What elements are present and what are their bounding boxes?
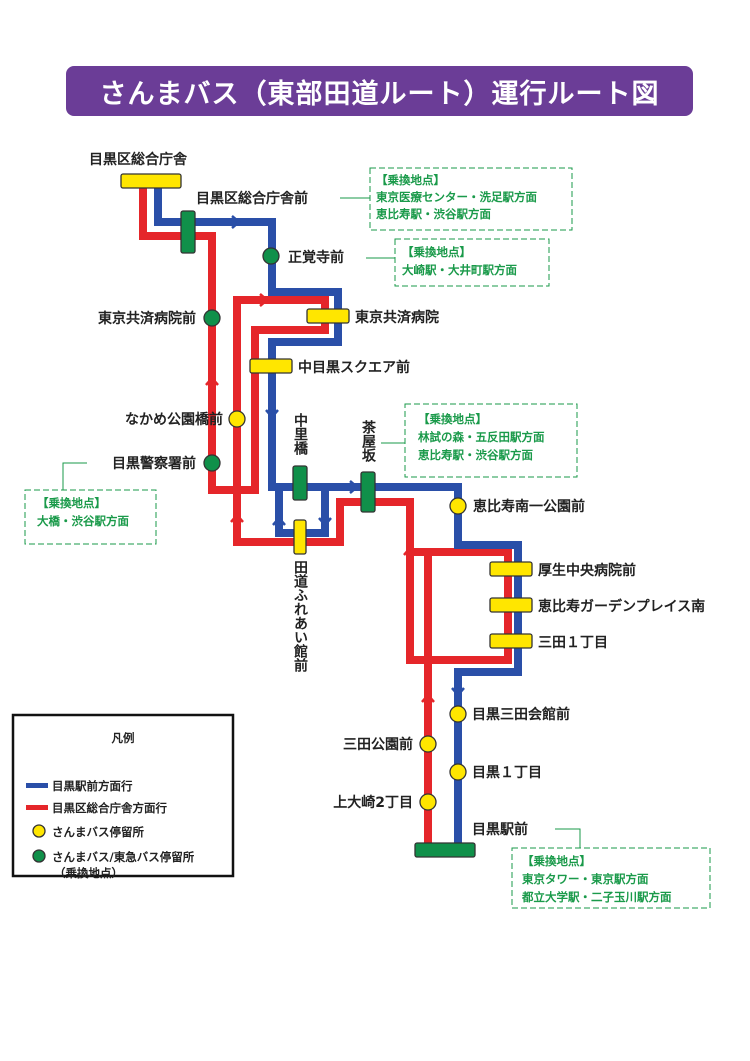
stop-meguro-ward-office-mae[interactable] bbox=[180, 210, 196, 254]
svg-text:【乗換地点】: 【乗換地点】 bbox=[37, 496, 106, 510]
svg-text:【乗換地点】: 【乗換地点】 bbox=[522, 854, 591, 868]
svg-text:さんまバス停留所: さんまバス停留所 bbox=[52, 825, 144, 839]
stop-label: 三田１丁目 bbox=[538, 635, 608, 651]
transfer-box: 【乗換地点】 東京医療センター・洗足駅方面 恵比寿駅・渋谷駅方面 bbox=[340, 167, 573, 231]
legend: 凡例 目黒駅前方面行 目黒区総合庁舎方面行 さんまバス停留所 さんまバス/東急バ… bbox=[11, 713, 235, 880]
stop-mita-park[interactable] bbox=[419, 735, 437, 753]
stop-nakameguro-square[interactable] bbox=[249, 358, 293, 374]
stop-label: 中里橋 bbox=[292, 412, 308, 456]
stop-shokakuji-mae[interactable] bbox=[262, 247, 280, 265]
blue-line-swatch bbox=[26, 783, 48, 788]
svg-text:目黒駅前方面行: 目黒駅前方面行 bbox=[52, 779, 133, 793]
stop-meguro-mita-kaikan[interactable] bbox=[449, 705, 467, 723]
stop-meguro-ward-office[interactable] bbox=[120, 173, 182, 189]
stop-label: 目黒区総合庁舎前 bbox=[196, 190, 308, 207]
svg-text:大橋・渋谷駅方面: 大橋・渋谷駅方面 bbox=[37, 514, 129, 528]
blue-arrow-icon bbox=[265, 409, 279, 419]
svg-text:さんまバス/東急バス停留所: さんまバス/東急バス停留所 bbox=[52, 850, 195, 864]
blue-arrow-icon bbox=[231, 215, 241, 229]
red-arrow-icon bbox=[205, 376, 219, 386]
stop-chayazaka[interactable] bbox=[360, 471, 376, 513]
red-arrow-icon bbox=[230, 513, 244, 523]
svg-text:【乗換地点】: 【乗換地点】 bbox=[376, 173, 445, 187]
stop-dendo-fureai[interactable] bbox=[293, 519, 307, 555]
stop-label: 恵比寿南一公園前 bbox=[473, 498, 585, 515]
stop-ebisu-minami1-park[interactable] bbox=[449, 497, 467, 515]
stop-nakame-park-bridge[interactable] bbox=[228, 410, 246, 428]
stop-label: 恵比寿ガーデンプレイス南 bbox=[538, 598, 705, 615]
stop-label: 目黒三田会館前 bbox=[472, 706, 570, 723]
stop-label: 茶屋坂 bbox=[360, 419, 377, 463]
transfer-box: 【乗換地点】 東京タワー・東京駅方面 都立大学駅・二子玉川駅方面 bbox=[511, 828, 711, 909]
transfer-box: 【乗換地点】 林試の森・五反田駅方面 恵比寿駅・渋谷駅方面 bbox=[381, 403, 578, 478]
green-stop-icon bbox=[32, 849, 46, 863]
legend-title: 凡例 bbox=[112, 731, 135, 745]
stop-label: なかめ公園橋前 bbox=[125, 411, 223, 428]
stop-ebisu-garden-place[interactable] bbox=[489, 597, 533, 613]
svg-text:都立大学駅・二子玉川駅方面: 都立大学駅・二子玉川駅方面 bbox=[521, 890, 672, 904]
stop-mita-1chome[interactable] bbox=[489, 633, 533, 649]
stop-label: 目黒駅前 bbox=[472, 821, 528, 838]
stop-label: 目黒１丁目 bbox=[472, 765, 542, 781]
red-arrow-icon bbox=[421, 693, 435, 703]
stop-label: 正覚寺前 bbox=[288, 249, 344, 266]
stop-label: 厚生中央病院前 bbox=[538, 562, 636, 579]
stop-label: 上大崎2丁目 bbox=[333, 794, 413, 811]
yellow-stop-icon bbox=[32, 824, 46, 838]
svg-text:恵比寿駅・渋谷駅方面: 恵比寿駅・渋谷駅方面 bbox=[376, 207, 491, 221]
stop-label: 東京共済病院 bbox=[355, 309, 439, 326]
red-route-line bbox=[139, 188, 512, 845]
stop-label: 東京共済病院前 bbox=[98, 310, 196, 327]
stop-nakazatobashi[interactable] bbox=[292, 465, 308, 501]
stop-meguro-1chome[interactable] bbox=[449, 763, 467, 781]
red-arrow-icon bbox=[403, 546, 417, 556]
stop-label: 田道ふれあい館前 bbox=[292, 560, 309, 673]
stop-meguro-station[interactable] bbox=[414, 842, 476, 858]
map-title: さんまバス（東部田道ルート）運行ルート図 bbox=[66, 66, 693, 116]
blue-arrow-icon bbox=[318, 517, 332, 527]
blue-arrow-icon bbox=[451, 687, 465, 697]
svg-text:林試の森・五反田駅方面: 林試の森・五反田駅方面 bbox=[418, 430, 545, 444]
stop-kosei-chuo-hospital[interactable] bbox=[489, 561, 533, 577]
stop-label: 目黒区総合庁舎 bbox=[89, 151, 188, 168]
stop-kyosai-hospital[interactable] bbox=[306, 308, 350, 324]
stop-meguro-police[interactable] bbox=[203, 454, 221, 472]
blue-arrow-icon bbox=[272, 516, 286, 526]
stop-label: 三田公園前 bbox=[343, 736, 413, 753]
svg-text:目黒区総合庁舎方面行: 目黒区総合庁舎方面行 bbox=[52, 801, 167, 815]
stop-kyosai-hospital-mae[interactable] bbox=[203, 309, 221, 327]
stop-kamiosaki-2chome[interactable] bbox=[419, 793, 437, 811]
stop-label: 目黒警察署前 bbox=[112, 455, 196, 472]
svg-text:恵比寿駅・渋谷駅方面: 恵比寿駅・渋谷駅方面 bbox=[418, 448, 533, 462]
svg-text:【乗換地点】: 【乗換地点】 bbox=[418, 412, 487, 426]
svg-text:大崎駅・大井町駅方面: 大崎駅・大井町駅方面 bbox=[402, 263, 517, 277]
svg-text:（乗換地点）: （乗換地点） bbox=[54, 866, 123, 880]
blue-arrow-icon bbox=[349, 480, 359, 494]
transfer-box: 【乗換地点】 大橋・渋谷駅方面 bbox=[24, 462, 157, 545]
transfer-box: 【乗換地点】 大崎駅・大井町駅方面 bbox=[366, 238, 550, 287]
red-line-swatch bbox=[26, 805, 48, 810]
svg-text:東京タワー・東京駅方面: 東京タワー・東京駅方面 bbox=[522, 872, 649, 886]
svg-text:【乗換地点】: 【乗換地点】 bbox=[402, 245, 471, 259]
stop-label: 中目黒スクエア前 bbox=[298, 359, 410, 376]
svg-text:東京医療センター・洗足駅方面: 東京医療センター・洗足駅方面 bbox=[376, 190, 537, 204]
red-arrow-icon bbox=[259, 293, 269, 307]
